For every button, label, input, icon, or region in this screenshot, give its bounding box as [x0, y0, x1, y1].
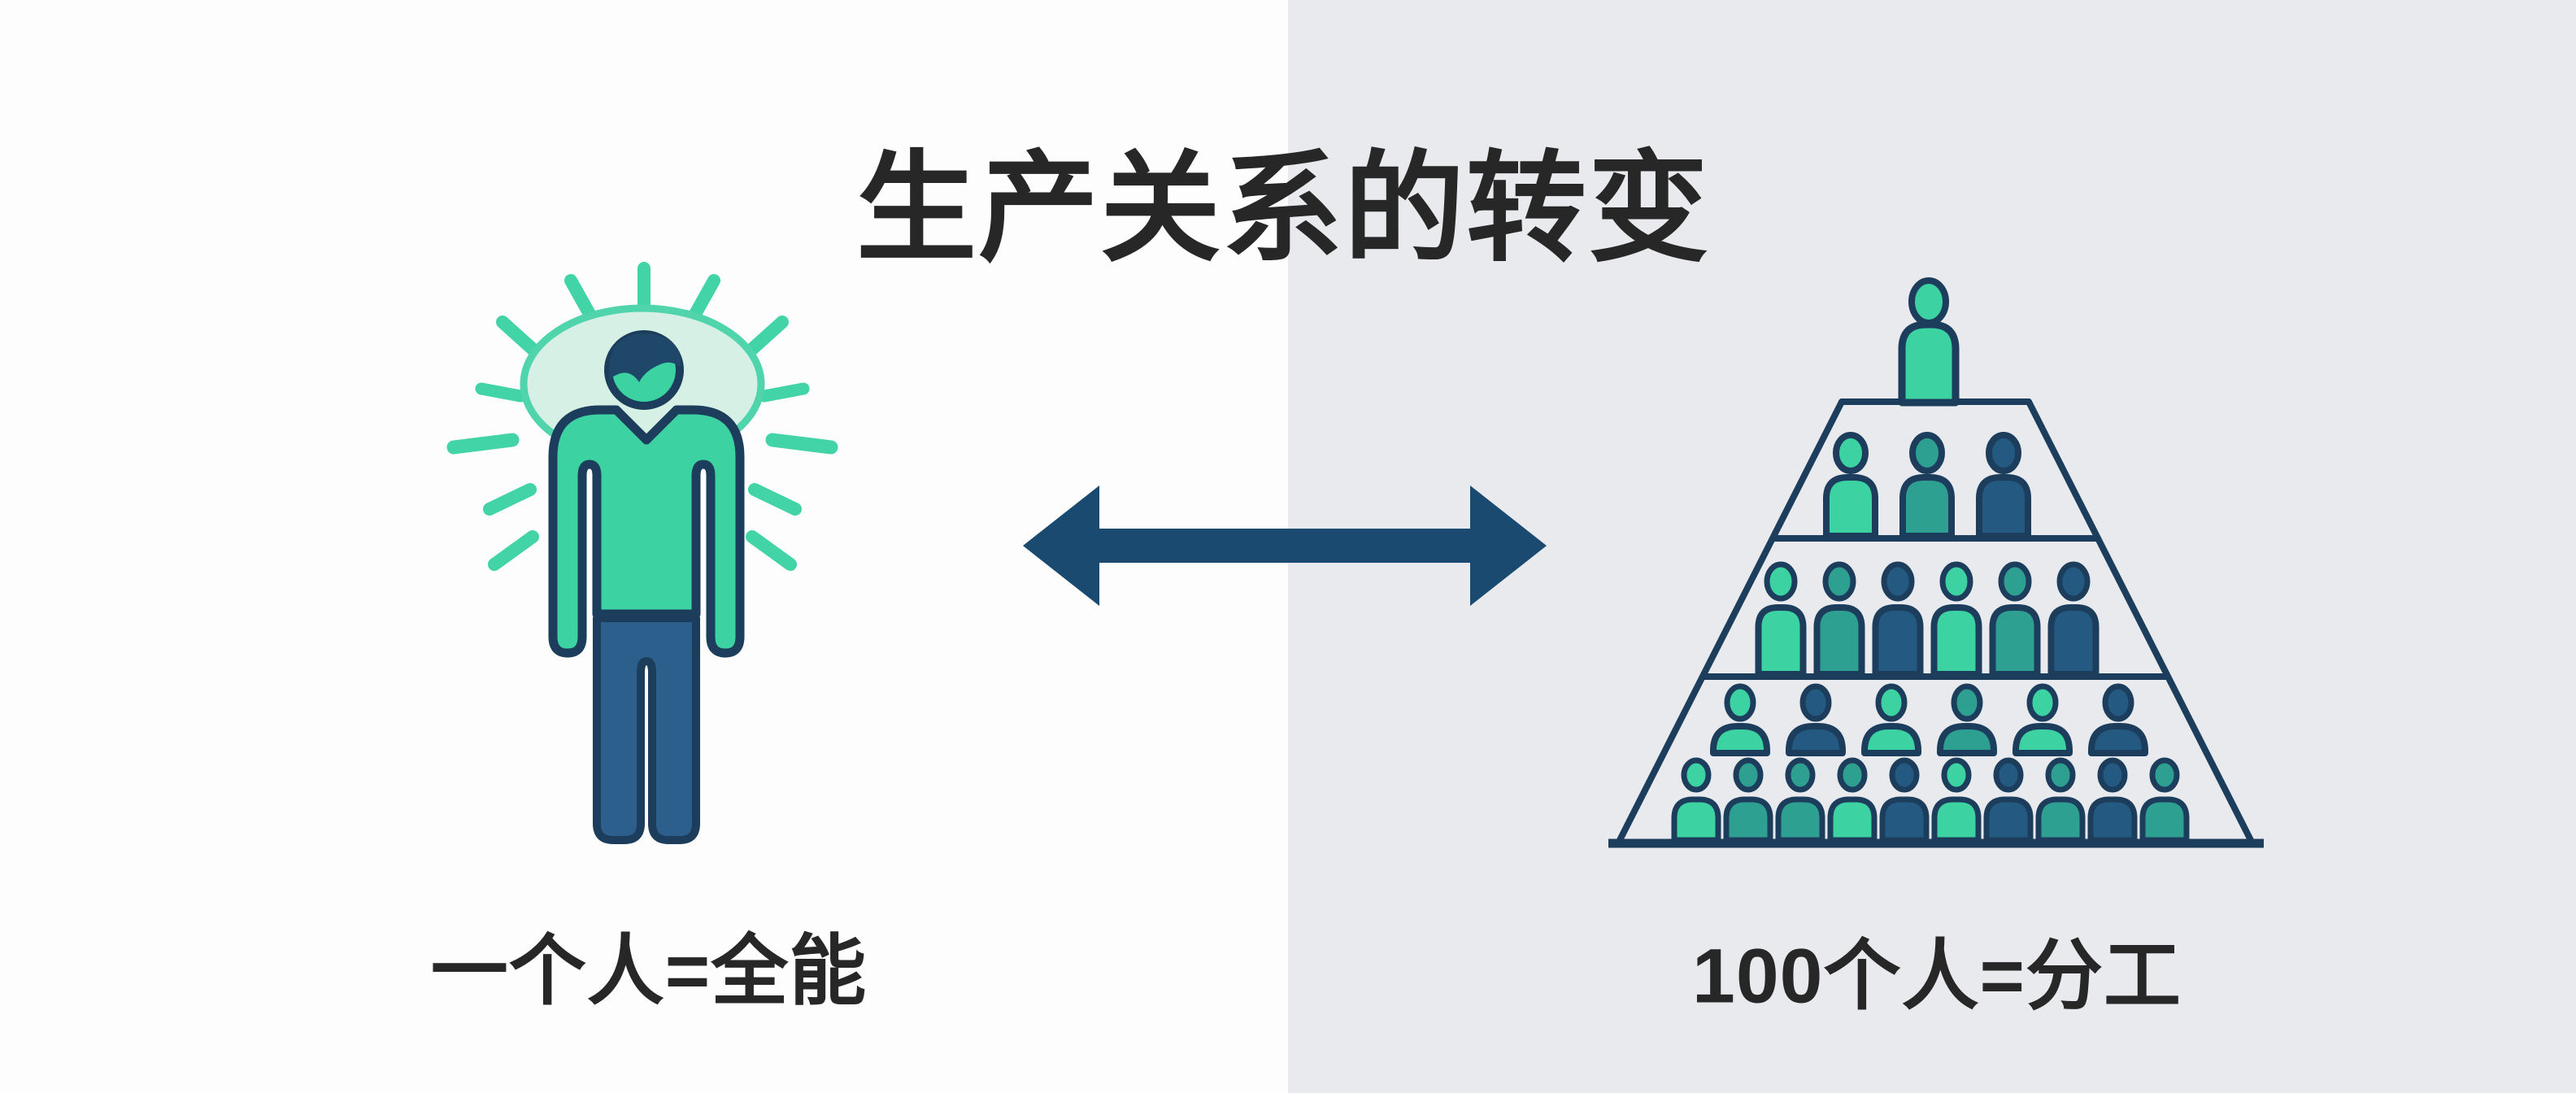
pyramid-person-icon [1931, 757, 1982, 843]
person-head [1908, 277, 1949, 326]
pyramid-person-icon [1813, 561, 1865, 677]
person-body [2035, 796, 2086, 843]
person-body [1827, 796, 1878, 843]
person-head [1785, 757, 1816, 793]
person-body [1930, 604, 1982, 677]
pyramid-person-icon [1872, 561, 1924, 677]
person-head [1764, 561, 1798, 602]
person-body [1671, 796, 1721, 843]
person-body [1823, 474, 1878, 539]
person-head [2149, 757, 2180, 793]
ray [496, 316, 542, 358]
person-head [1998, 561, 2032, 602]
person-head [1837, 757, 1868, 793]
pants [593, 614, 700, 844]
double-headed-arrow-icon [1023, 486, 1547, 606]
person-head [1681, 757, 1712, 793]
person-head [1875, 683, 1908, 722]
person-body [2139, 796, 2190, 843]
sun-rays-icon [446, 262, 838, 571]
pyramid-person-icon [1723, 757, 1773, 843]
ray [483, 483, 537, 516]
pyramid-person-icon [1937, 683, 1997, 756]
person-head [1951, 683, 1983, 722]
ray [743, 316, 789, 358]
ray [475, 382, 527, 403]
pyramid-person-icon [1710, 683, 1770, 756]
pyramid-person-icon [1861, 683, 1921, 756]
ray [748, 483, 802, 516]
pyramid-person-icon [1671, 757, 1721, 843]
person-head [1733, 757, 1764, 793]
person-head [1881, 561, 1915, 602]
pyramid-person-icon [2088, 683, 2148, 756]
person-body [1775, 796, 1825, 843]
person-body [1983, 796, 2034, 843]
person-head [1724, 683, 1756, 722]
person-body [1989, 604, 2041, 677]
radiant-person-icon [446, 262, 838, 844]
pyramid-person-icon [2139, 757, 2190, 843]
page-title: 生产关系的转变 [856, 142, 1710, 277]
pyramid-person-icon [2047, 561, 2100, 677]
person-body [1861, 723, 1921, 756]
person-head [1822, 561, 1856, 602]
person-head [1833, 432, 1869, 474]
person-body [1813, 604, 1865, 677]
right-caption: 100个人=分工 [1692, 933, 2182, 1020]
person-body [2088, 723, 2148, 756]
person-body [2047, 604, 2100, 677]
person-head [2102, 683, 2134, 722]
person-body [1723, 796, 1773, 843]
pyramid-person-icon [1976, 432, 2031, 539]
people-pyramid-icon [1608, 277, 2264, 848]
person-body [1786, 723, 1846, 756]
person-body [1937, 723, 1997, 756]
person-head [1799, 683, 1832, 722]
person-head [1986, 432, 2021, 474]
person-head [1941, 757, 1972, 793]
person-body [1899, 474, 1955, 539]
ray [488, 530, 539, 571]
hair [609, 333, 681, 382]
person-body [1755, 604, 1807, 677]
person-head [1939, 561, 1973, 602]
person-body [1976, 474, 2031, 539]
pyramid-person-icon [1879, 757, 1930, 843]
person-body [2012, 723, 2073, 756]
ray [746, 530, 797, 571]
person-body [1931, 796, 1982, 843]
person-head [2045, 757, 2076, 793]
pyramid-person-icon [2035, 757, 2086, 843]
person-head [1993, 757, 2024, 793]
pyramid-person-icon [1930, 561, 1982, 677]
sweater [548, 405, 745, 658]
person-body [2087, 796, 2138, 843]
pyramid-person-icon [2012, 683, 2073, 756]
pyramid-person-icon [1786, 683, 1846, 756]
person-body [1710, 723, 1770, 756]
pyramid-figures [1671, 277, 2190, 843]
pyramid-person-icon [1899, 432, 1955, 539]
pyramid-person-icon [2087, 757, 2138, 843]
person-head [2056, 561, 2091, 602]
ray [765, 433, 838, 455]
person-head [1889, 757, 1920, 793]
person-head [2026, 683, 2059, 722]
pyramid-person-icon [1827, 757, 1878, 843]
ray [758, 382, 810, 403]
pyramid-person-icon [1983, 757, 2034, 843]
person-head [2097, 757, 2128, 793]
person-body [1872, 604, 1924, 677]
person-head [1909, 432, 1945, 474]
pyramid-person-icon [1898, 277, 1960, 407]
pyramid-person-icon [1775, 757, 1825, 843]
person-body [1898, 320, 1960, 407]
pyramid-person-icon [1755, 561, 1807, 677]
left-caption: 一个人=全能 [430, 928, 868, 1015]
pyramid-person-icon [1823, 432, 1878, 539]
person-body [1879, 796, 1930, 843]
pyramid-person-icon [1989, 561, 2041, 677]
ray [446, 433, 520, 455]
